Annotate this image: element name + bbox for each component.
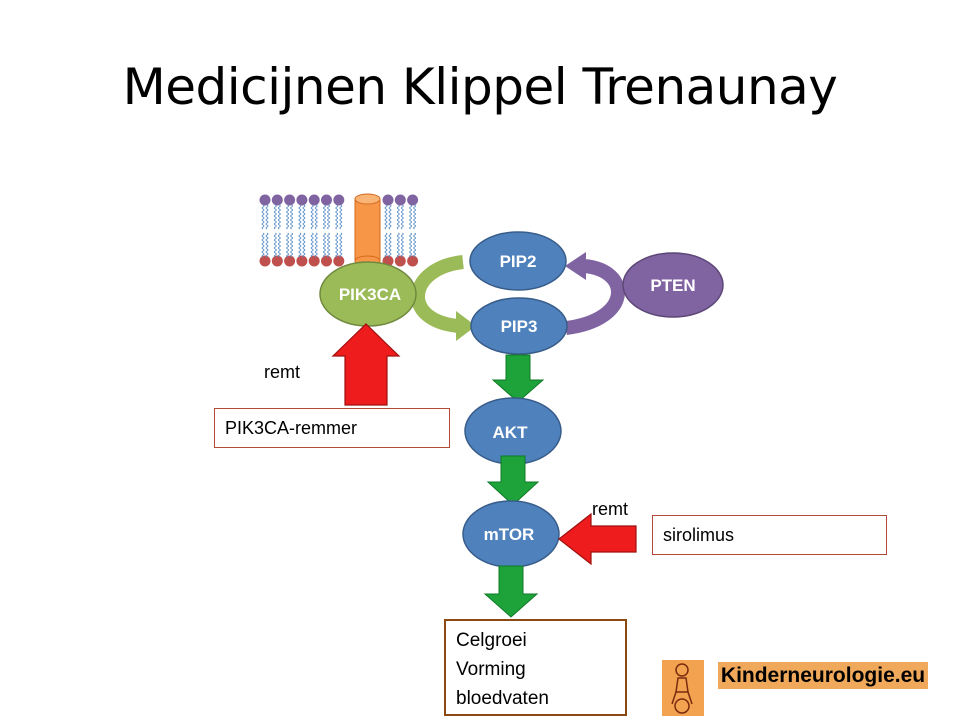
lipid-head [296, 194, 308, 206]
lipid-tail [413, 232, 417, 258]
lipid-tail [384, 204, 388, 230]
lipid-tail [286, 232, 290, 258]
flow-arrow-mtor-outcome [483, 565, 539, 618]
lipid-tail [310, 232, 314, 258]
lipid-tail [290, 232, 294, 258]
lipid-tail [298, 204, 302, 230]
lipid-head [382, 194, 394, 206]
lipid-head [407, 255, 419, 267]
lipid-tail [314, 232, 318, 258]
lipid-tail [327, 232, 330, 258]
lipid-head [321, 194, 332, 206]
lipid-tail [327, 204, 330, 230]
node-pip3: PIP3 [470, 297, 568, 355]
node-mtor: mTOR [462, 500, 560, 568]
flow-arrow-akt-mtor [486, 455, 540, 506]
lipid-head [259, 255, 271, 267]
lipid-tail [273, 204, 277, 230]
lipid-tail [335, 204, 339, 230]
lipid-tail [396, 232, 400, 258]
lipid-tail [298, 232, 302, 258]
lipid-head [308, 255, 320, 267]
lipid-tail [400, 232, 404, 258]
lipid-head [259, 194, 271, 206]
outcome-line: Celgroei [456, 630, 527, 651]
conversion-arrowhead [456, 311, 476, 341]
pik3ca-inhibitor-box: PIK3CA-remmer [214, 408, 450, 448]
lipid-tail [302, 204, 306, 230]
lipid-tail [413, 204, 417, 230]
right-inhibit-label: remt [592, 499, 628, 519]
lipid-head [333, 194, 345, 206]
lipid-head [284, 255, 296, 267]
lipid-tail [273, 232, 277, 258]
child-wheelchair-icon [662, 660, 704, 716]
lipid-tail [261, 232, 265, 258]
flow-arrow-pip3-akt [491, 354, 545, 403]
lipid-head [321, 255, 332, 267]
lipid-tail [323, 232, 326, 258]
node-pten: PTEN [622, 252, 724, 318]
node-akt: AKT [464, 397, 562, 465]
lipid-tail [277, 204, 281, 230]
lipid-tail [409, 232, 413, 258]
lipid-tail [286, 204, 290, 230]
lipid-head [271, 194, 283, 206]
lipid-head [296, 255, 308, 267]
cell-membrane-icon [259, 194, 419, 267]
node-pip3-label: PIP3 [501, 317, 538, 336]
node-pten-label: PTEN [650, 276, 695, 295]
logo-text: Kinderneurologie.eu [718, 662, 928, 689]
lipid-tail [314, 204, 318, 230]
node-pip2-label: PIP2 [500, 252, 537, 271]
lipid-tail [396, 204, 400, 230]
lipid-head [407, 194, 419, 206]
lipid-tail [265, 232, 269, 258]
node-akt-label: AKT [493, 423, 529, 442]
sirolimus-box: sirolimus [652, 515, 887, 555]
lipid-head [308, 194, 320, 206]
lipid-head [394, 255, 406, 267]
lipid-tail [261, 204, 265, 230]
lipid-tail [409, 204, 413, 230]
lipid-tail [339, 204, 343, 230]
inhibit-arrow-mtor [558, 512, 637, 566]
lipid-tail [323, 204, 326, 230]
lipid-tail [265, 204, 269, 230]
lipid-head [394, 194, 406, 206]
lipid-tail [277, 232, 281, 258]
outcome-line: bloedvaten [456, 688, 549, 709]
lipid-tail [388, 204, 392, 230]
node-mtor-label: mTOR [484, 525, 535, 544]
lipid-tail [400, 204, 404, 230]
lipid-head [284, 194, 296, 206]
lipid-tail [310, 204, 314, 230]
pten-arrowhead [565, 252, 586, 280]
conversion-arrow [411, 255, 465, 333]
pten-arrow [564, 259, 625, 335]
outcome-line: Vorming [456, 659, 526, 680]
lipid-tail [290, 204, 294, 230]
pik3ca-inhibitor-label: PIK3CA-remmer [225, 418, 358, 438]
page-title: Medicijnen Klippel Trenaunay [122, 58, 838, 116]
lipid-head [333, 255, 345, 267]
sirolimus-label: sirolimus [663, 525, 735, 545]
receptor-icon [354, 193, 381, 267]
inhibit-arrow-pik3ca [331, 323, 401, 406]
left-inhibit-label: remt [264, 362, 300, 382]
lipid-tail [339, 232, 343, 258]
node-pik3ca-label: PIK3CA [339, 285, 401, 304]
outcome-box: Celgroei Vorming bloedvaten [444, 619, 627, 716]
node-pik3ca: PIK3CA [319, 261, 417, 327]
lipid-head [271, 255, 283, 267]
node-pip2: PIP2 [469, 231, 567, 291]
lipid-tail [388, 232, 392, 258]
lipid-tail [384, 232, 388, 258]
lipid-tail [335, 232, 339, 258]
lipid-tail [302, 232, 306, 258]
